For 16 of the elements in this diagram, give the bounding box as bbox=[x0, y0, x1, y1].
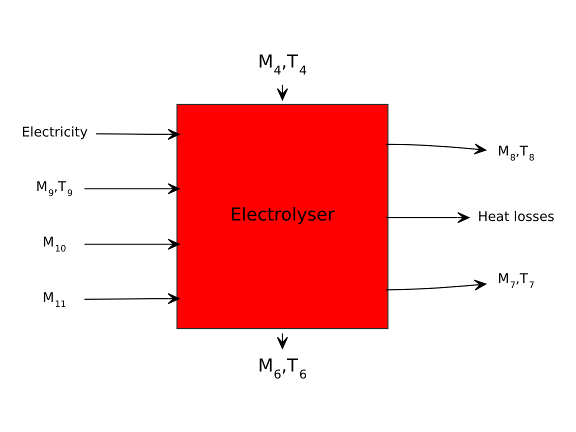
node-text: Heat losses bbox=[478, 210, 554, 225]
node-text: M$_{11}$ bbox=[42, 290, 66, 310]
arrow bbox=[84, 182, 180, 194]
node-text: M$_{7}$,T$_{7}$ bbox=[498, 272, 535, 291]
arrow bbox=[386, 279, 486, 290]
node-text: M$_{6}$,T$_{6}$ bbox=[258, 356, 307, 382]
arrow bbox=[84, 292, 180, 304]
arrow bbox=[386, 212, 470, 223]
arrow bbox=[84, 238, 180, 250]
node-text: Electricity bbox=[22, 125, 88, 140]
arrow bbox=[386, 143, 486, 154]
node-text: M$_{8}$,T$_{8}$ bbox=[498, 144, 535, 164]
node-text: M$_{4}$,T$_{4}$ bbox=[258, 52, 307, 78]
node-text: M$_{9}$,T$_{9}$ bbox=[36, 180, 73, 199]
arrow bbox=[96, 128, 180, 140]
node-text: M$_{10}$ bbox=[42, 235, 66, 254]
